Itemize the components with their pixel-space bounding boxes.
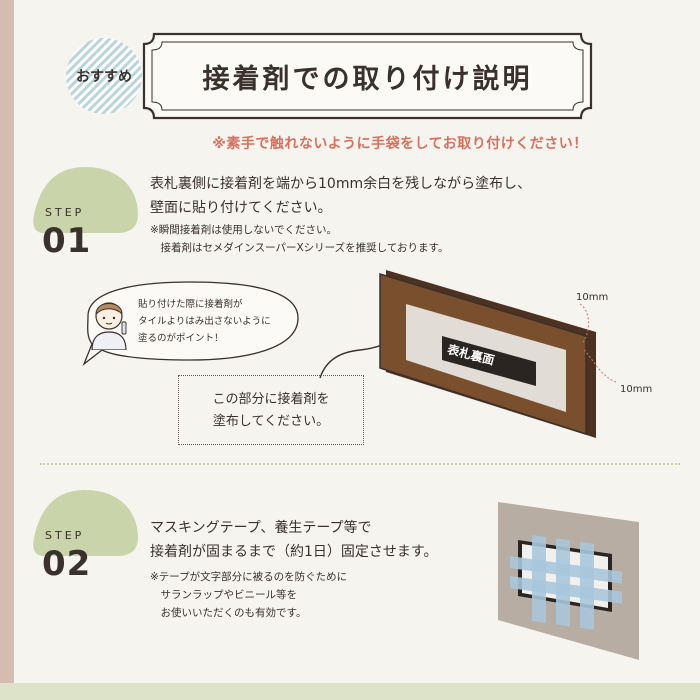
tip-line-1: 貼り付けた際に接着剤が bbox=[138, 299, 243, 310]
callout-line-1: この部分に接着剤を bbox=[212, 392, 330, 407]
step1-number: 01 bbox=[42, 221, 92, 261]
badge-label: おすすめ bbox=[76, 69, 132, 85]
badge-circle bbox=[66, 38, 142, 114]
step2-label: STEP bbox=[45, 529, 85, 542]
tip-bubble-text: 貼り付けた際に接着剤が タイルよりはみ出さないように 塗るのがポイント！ bbox=[138, 296, 271, 347]
callout-box bbox=[178, 375, 364, 445]
step2-note-2: サランラップやビニール等を bbox=[150, 589, 297, 601]
step1-blob bbox=[33, 167, 138, 233]
callout-line-2: 塗布してください。 bbox=[212, 414, 330, 429]
step2-line-1: マスキングテープ、養生テープ等で bbox=[150, 520, 372, 536]
side-stripe bbox=[0, 0, 14, 700]
step1-line-1: 表札裏側に接着剤を端から10mm余白を残しながら塗布し、 bbox=[150, 176, 532, 192]
tip-bubble bbox=[82, 281, 299, 366]
step1-note-2: 接着剤はセメダインスーパーXシリーズを推奨しております。 bbox=[150, 242, 449, 254]
person-icon bbox=[91, 302, 127, 350]
title-frame bbox=[142, 32, 593, 120]
tip-line-3: 塗るのがポイント！ bbox=[138, 333, 224, 344]
callout-text: この部分に接着剤を 塗布してください。 bbox=[178, 389, 364, 433]
dimension-lines bbox=[579, 303, 617, 383]
step1-note-1: ※瞬間接着剤は使用しないでください。 bbox=[150, 224, 337, 236]
tip-line-2: タイルよりはみ出さないように bbox=[138, 316, 271, 327]
section-divider bbox=[40, 463, 680, 465]
dim-top-label: 10mm bbox=[576, 292, 609, 303]
step1-label: STEP bbox=[45, 206, 85, 219]
step2-blob bbox=[33, 490, 138, 556]
taped-plate-illustration bbox=[498, 502, 639, 660]
nameplate-back-illustration bbox=[379, 270, 596, 438]
bottom-band bbox=[0, 683, 700, 700]
page-title: 接着剤での取り付け説明 bbox=[202, 63, 533, 95]
step2-number: 02 bbox=[42, 544, 92, 584]
step2-note-3: お使いいただくのも有効です。 bbox=[150, 607, 307, 619]
notice-text: ※素手で触れないように手袋をしてお取り付けください！ bbox=[212, 136, 588, 152]
step2-line-2: 接着剤が固まるまで（約1日）固定させます。 bbox=[150, 544, 438, 560]
step1-line-2: 壁面に貼り付けてください。 bbox=[150, 200, 332, 216]
dim-right-label: 10mm bbox=[620, 384, 653, 395]
step2-note-1: ※テープが文字部分に被るのを防ぐために bbox=[150, 571, 348, 583]
